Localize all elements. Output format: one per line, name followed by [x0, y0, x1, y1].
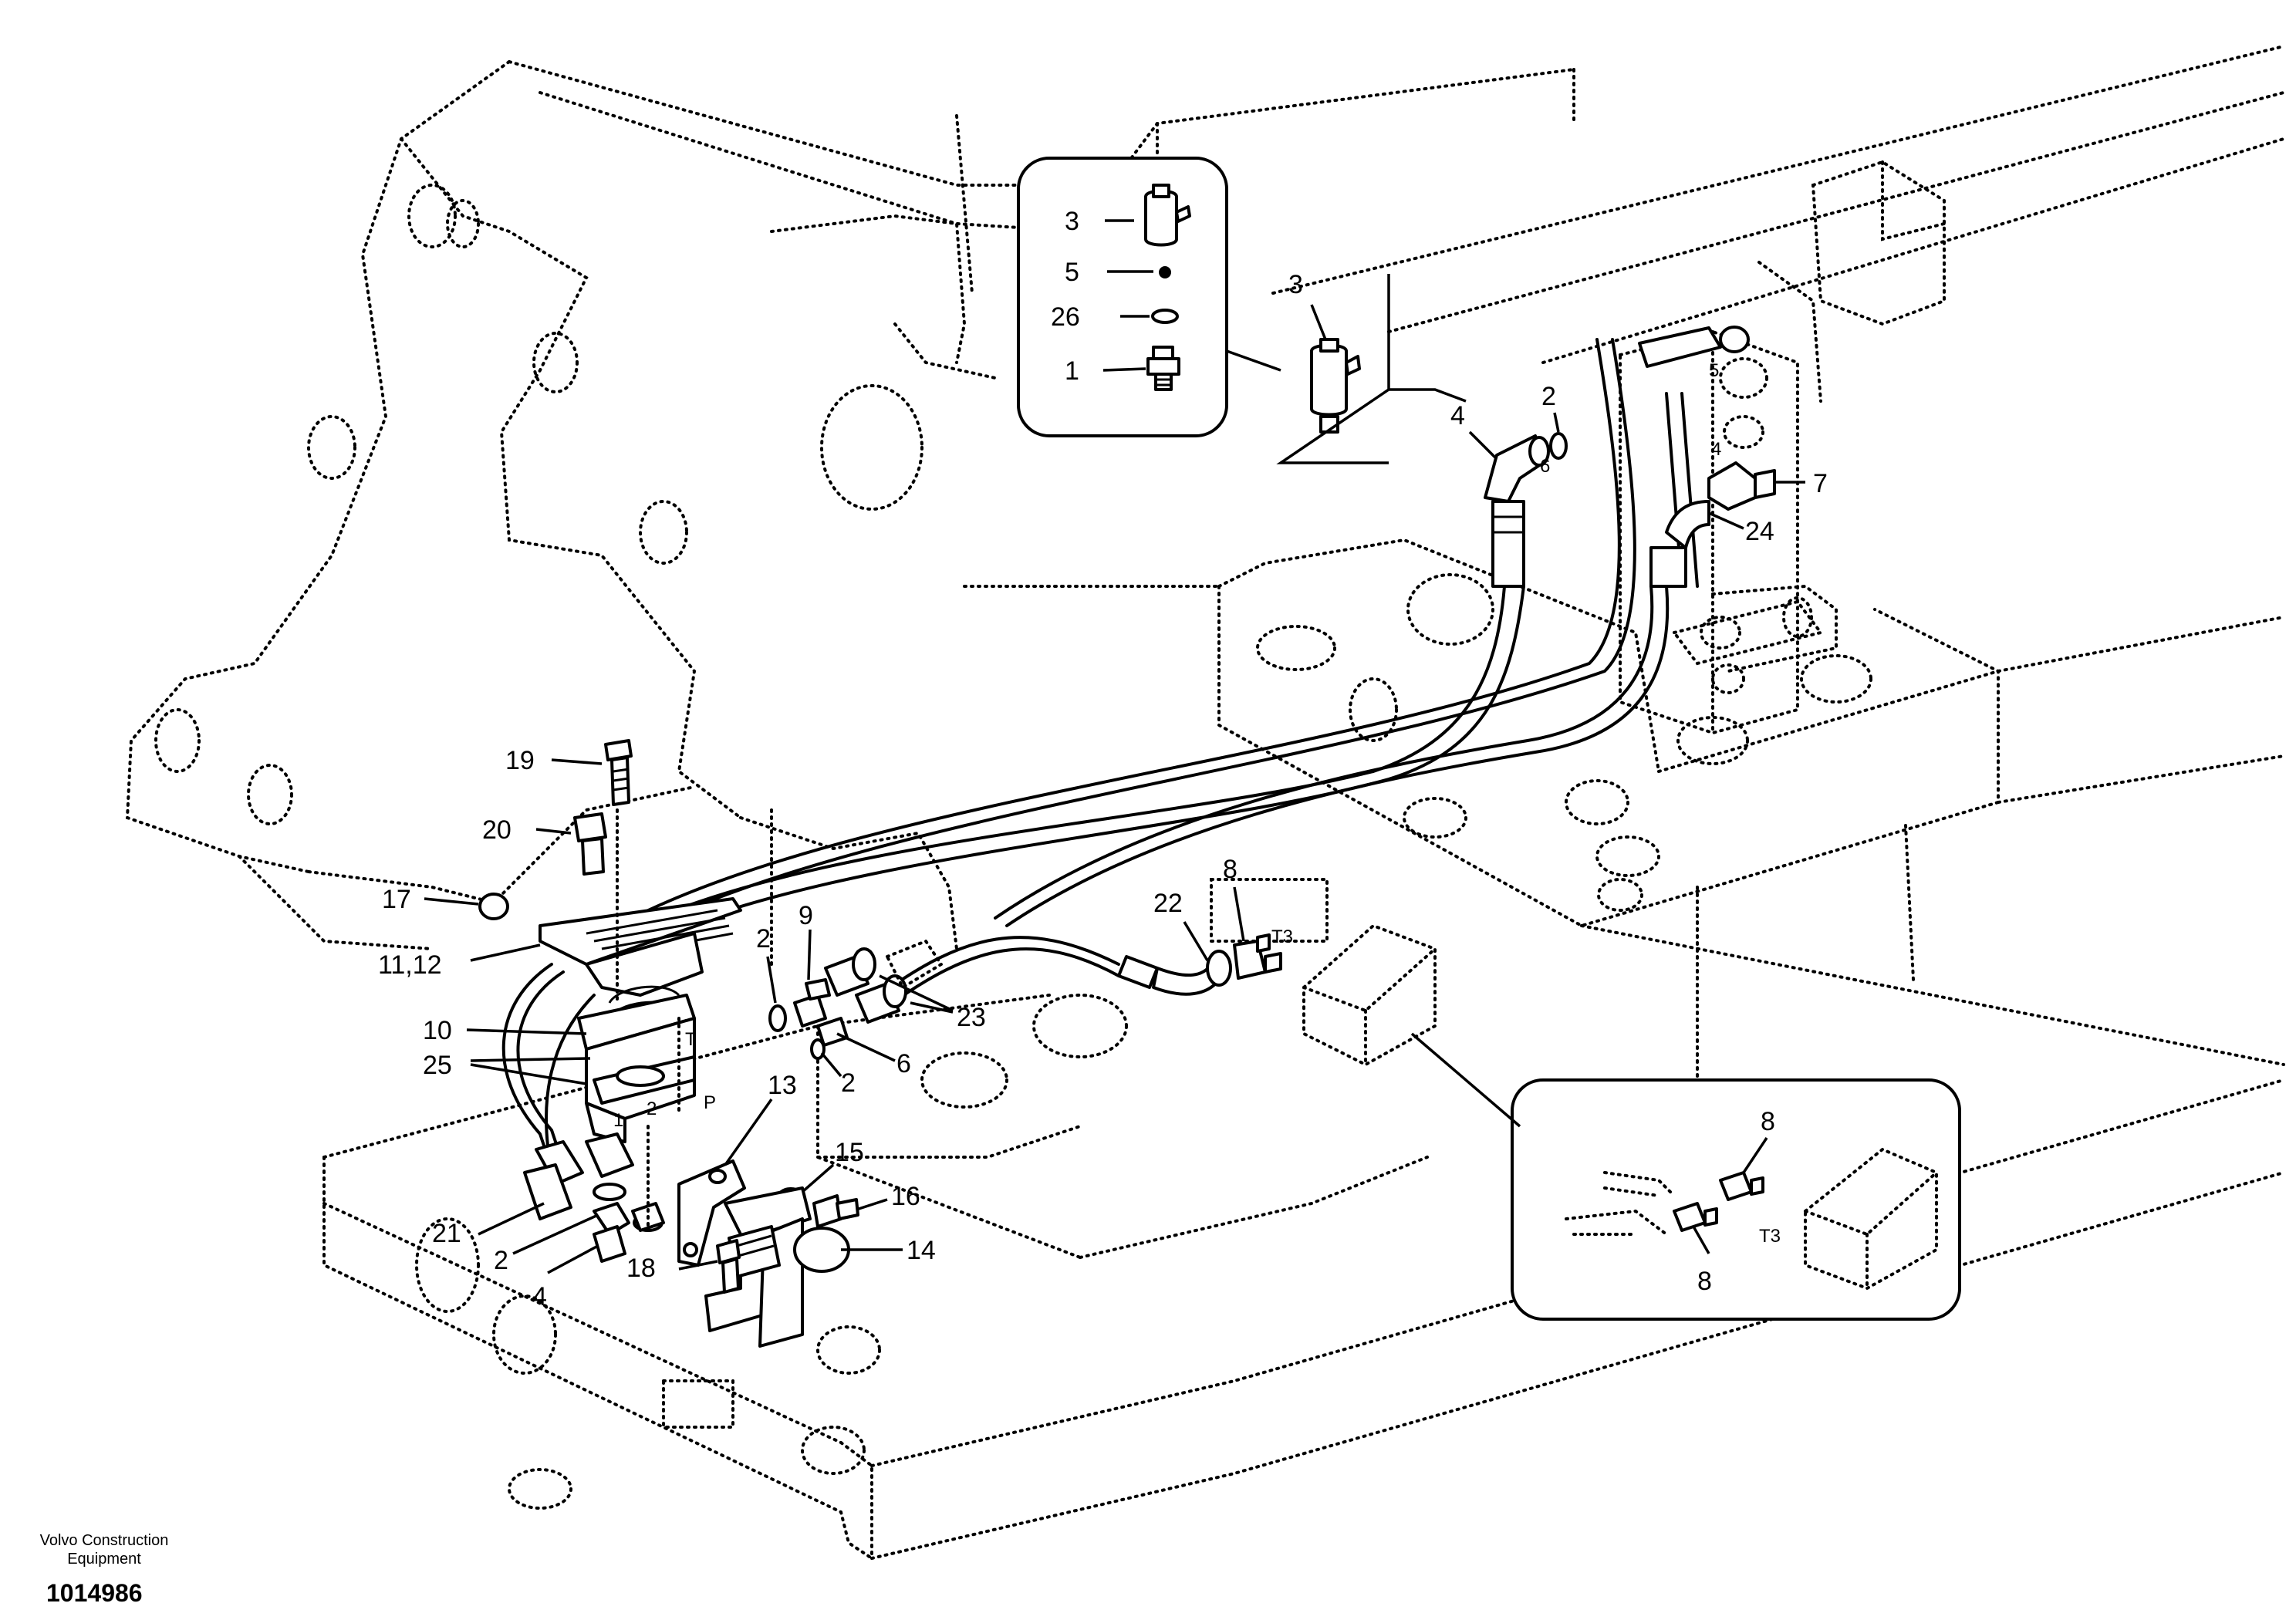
callout-8: 8 [1223, 855, 1237, 884]
callout-3: 3 [1288, 270, 1303, 299]
detail-inset-top [1017, 157, 1281, 437]
callout-labels: 3 5 26 1 3 4 2 6 5 4 7 24 19 20 17 11,12… [378, 207, 1828, 1311]
control-valve-block [1484, 326, 1838, 735]
port-mark-1: 1 [613, 1110, 623, 1131]
callout-18: 18 [626, 1254, 656, 1283]
callout-3-inset: 3 [1065, 207, 1079, 236]
port-mark-p: P [704, 1092, 716, 1113]
callout-1-inset: 1 [1065, 356, 1079, 386]
pump-fittings [768, 939, 944, 1060]
callout-2-top: 2 [1541, 382, 1556, 411]
callout-25: 25 [423, 1051, 452, 1080]
callout-4-bottom: 4 [532, 1282, 547, 1311]
shuttle-valve-3 [1310, 338, 1361, 434]
callout-8-inset-bottom: 8 [1697, 1267, 1712, 1296]
callout-20: 20 [482, 815, 512, 845]
callout-4-valve: 4 [1711, 439, 1721, 460]
callout-2-mid: 2 [756, 924, 771, 953]
callout-19: 19 [505, 746, 535, 775]
callout-23: 23 [957, 1003, 986, 1032]
callout-21: 21 [432, 1219, 461, 1248]
callout-11-12: 11,12 [378, 950, 442, 980]
callout-26-inset: 26 [1051, 302, 1080, 332]
callout-8-inset-top: 8 [1761, 1107, 1775, 1136]
foot-pedal-assembly [478, 739, 742, 1263]
callout-24: 24 [1745, 517, 1774, 546]
callout-2-bottom: 2 [494, 1246, 508, 1275]
footer: Volvo Construction Equipment 1014986 [15, 1531, 193, 1608]
port-mark-t3-main: T3 [1271, 926, 1293, 947]
leader-lines [424, 219, 1805, 1274]
callout-9: 9 [799, 901, 813, 930]
callout-6-top: 6 [1540, 456, 1550, 477]
brand-line-2: Equipment [67, 1551, 141, 1568]
callout-15: 15 [835, 1138, 864, 1167]
callout-7: 7 [1813, 469, 1828, 498]
callout-5-inset: 5 [1065, 258, 1079, 287]
brand-line-1: Volvo Construction [39, 1532, 169, 1549]
callout-2-lower: 2 [841, 1068, 856, 1098]
port-mark-2: 2 [647, 1099, 657, 1119]
callout-4-top: 4 [1450, 401, 1465, 430]
callout-13: 13 [768, 1071, 797, 1100]
inset-leader-bracket [1276, 274, 1467, 464]
callout-10: 10 [423, 1016, 452, 1045]
port-mark-t3-inset: T3 [1759, 1226, 1781, 1247]
callout-5-valve: 5 [1709, 360, 1719, 381]
port-mark-t: T [685, 1029, 697, 1050]
document-number: 1014986 [46, 1579, 143, 1607]
detail-inset-bottom [1410, 1032, 1961, 1321]
t3-fitting [1117, 923, 1437, 1067]
callout-14: 14 [907, 1236, 936, 1265]
callout-17: 17 [382, 885, 411, 914]
hydraulic-hoses [501, 338, 1699, 1190]
callout-16: 16 [891, 1182, 920, 1211]
support-bracket [677, 1159, 859, 1348]
callout-22: 22 [1153, 889, 1183, 918]
callout-6-mid: 6 [896, 1049, 911, 1078]
